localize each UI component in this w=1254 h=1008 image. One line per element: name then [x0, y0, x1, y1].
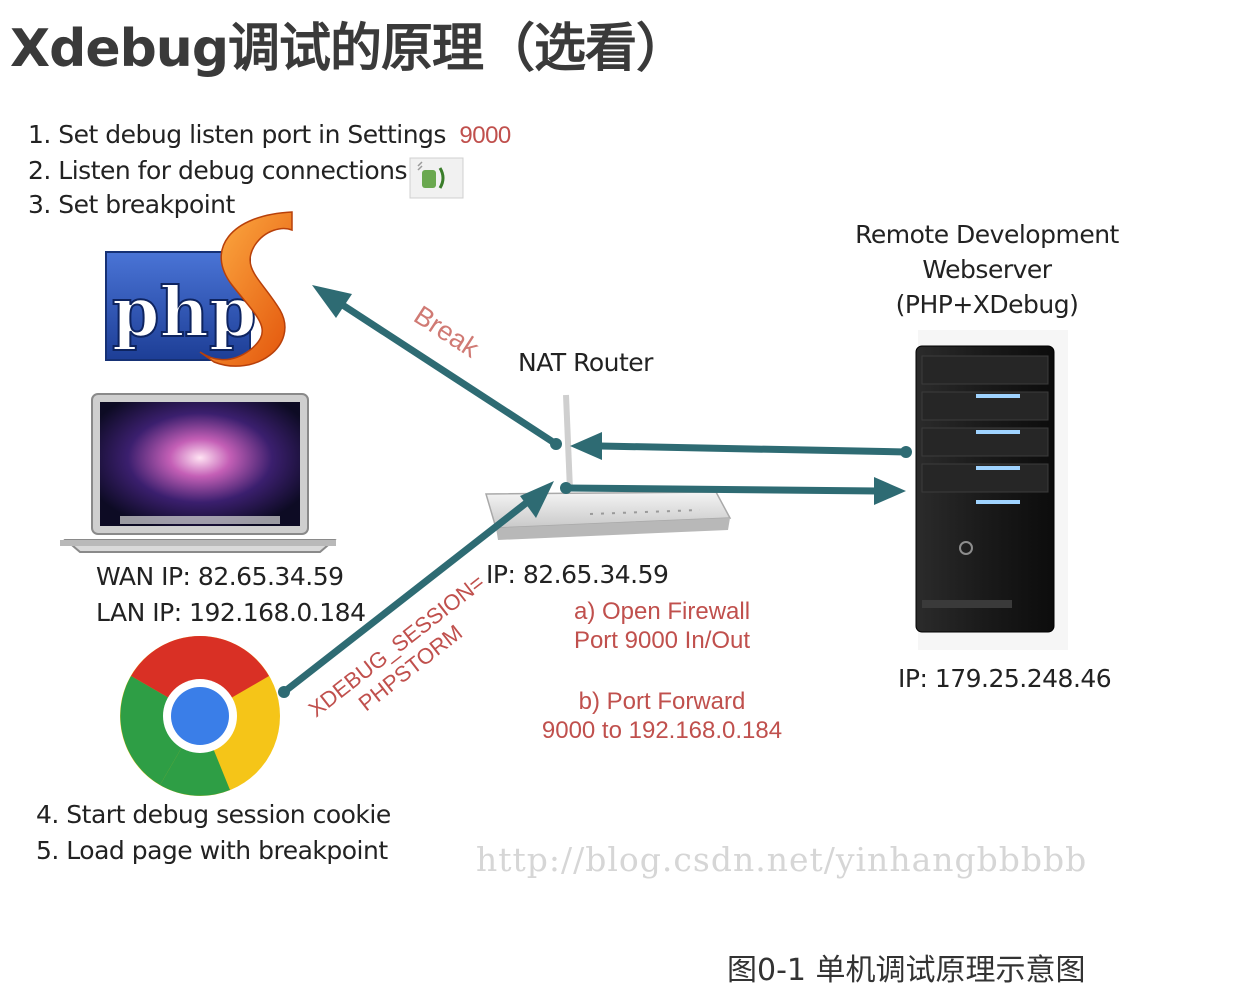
ide-step-3: 3. Set breakpoint: [28, 190, 235, 219]
page-title: Xdebug调试的原理（选看）: [10, 19, 688, 79]
note-forward-target: 9000 to 192.168.0.184: [541, 717, 783, 744]
note-port-inout: Port 9000 In/Out: [573, 627, 751, 654]
router-ip: IP: 82.65.34.59: [486, 560, 669, 589]
session-label-line1: XDEBUG_SESSION=: [304, 569, 489, 722]
router-label: NAT Router: [518, 348, 653, 377]
webserver-illustration: [915, 330, 1068, 650]
server-to-router-arrow: [570, 432, 912, 460]
wan-ip: WAN IP: 82.65.34.59: [96, 562, 344, 591]
listen-debug-icon: [409, 157, 464, 199]
ide-step-1: 1. Set debug listen port in Settings 900…: [28, 120, 511, 150]
server-title-line2: Webserver: [922, 255, 1052, 284]
browser-to-router-arrow: [278, 481, 554, 698]
ide-step-2-text: 2. Listen for debug connections: [28, 156, 408, 185]
ide-step-1-text: 1. Set debug listen port in Settings: [28, 120, 446, 149]
server-title-line3: (PHP+XDebug): [895, 290, 1079, 319]
server-ip: IP: 179.25.248.46: [898, 664, 1112, 693]
figure-caption: 图0-1 单机调试原理示意图: [727, 953, 1086, 988]
browser-step-5: 5. Load page with breakpoint: [36, 836, 388, 865]
nat-router-illustration: [485, 394, 732, 540]
note-port-forward: b) Port Forward: [578, 688, 746, 715]
phpstorm-logo: php: [105, 211, 293, 367]
router-to-server-arrow: [560, 477, 906, 505]
laptop-illustration: [60, 393, 337, 553]
break-arrow: [312, 285, 562, 450]
chrome-browser-icon: [120, 636, 280, 796]
server-title-line1: Remote Development: [855, 220, 1119, 249]
lan-ip: LAN IP: 192.168.0.184: [96, 598, 366, 627]
note-open-firewall: a) Open Firewall: [573, 598, 751, 625]
watermark: http://blog.csdn.net/yinhangbbbbb: [476, 840, 1088, 879]
phpstorm-s-icon: [199, 211, 293, 367]
listen-port-value: 9000: [459, 122, 511, 149]
ide-step-2: 2. Listen for debug connections: [28, 156, 408, 185]
browser-step-4: 4. Start debug session cookie: [36, 800, 391, 829]
